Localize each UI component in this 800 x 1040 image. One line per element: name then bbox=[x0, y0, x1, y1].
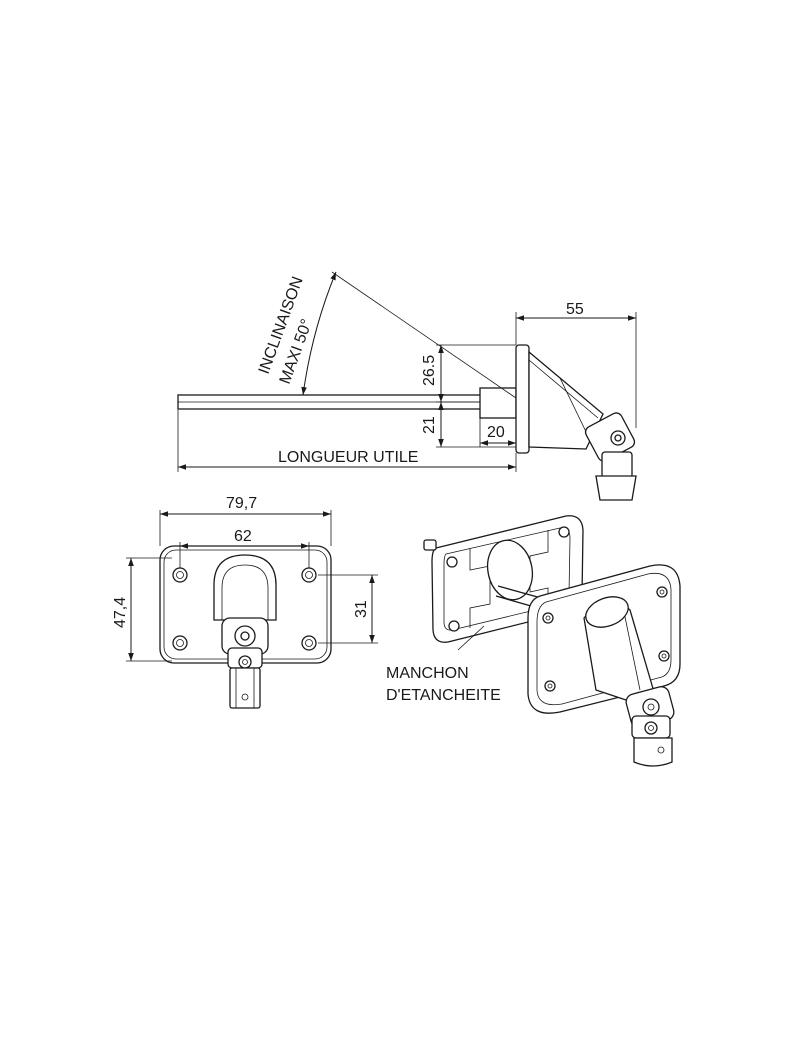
dimension-62: 62 bbox=[179, 528, 310, 568]
seal-label-1: MANCHON bbox=[386, 665, 469, 682]
dimension-31: 31 bbox=[318, 574, 378, 644]
side-universal-joint bbox=[584, 412, 637, 501]
dim-55-label: 55 bbox=[566, 301, 584, 318]
side-cone-housing bbox=[528, 350, 604, 450]
dimension-79-7: 79,7 bbox=[159, 495, 332, 546]
inclination-arc bbox=[301, 271, 337, 396]
inclination-line bbox=[331, 271, 517, 399]
isometric-view: MANCHON D'ETANCHEITE bbox=[386, 515, 681, 767]
dim-31-label: 31 bbox=[353, 600, 370, 618]
front-view: 79,7 62 47,4 31 bbox=[112, 495, 378, 709]
dimension-26-5: 26.5 bbox=[421, 344, 516, 403]
front-housing bbox=[213, 554, 277, 621]
dim-79-7-label: 79,7 bbox=[226, 495, 257, 512]
dimension-47-4: 47,4 bbox=[112, 557, 172, 662]
dimension-20: 20 bbox=[479, 418, 516, 447]
dimension-21: 21 bbox=[421, 402, 516, 448]
front-universal-joint bbox=[221, 617, 269, 709]
dim-21-label: 21 bbox=[421, 416, 438, 434]
dim-47-4-label: 47,4 bbox=[112, 597, 129, 628]
dim-20-label: 20 bbox=[487, 424, 505, 441]
side-base-plate bbox=[515, 344, 530, 454]
dim-62-label: 62 bbox=[234, 528, 252, 545]
seal-label-2: D'ETANCHEITE bbox=[386, 687, 501, 704]
dimension-length: LONGUEUR UTILE bbox=[177, 410, 517, 472]
dim-26-5-label: 26.5 bbox=[421, 355, 438, 386]
seal-leader bbox=[457, 625, 485, 651]
side-view: INCLINAISON MAXI 50° 55 26.5 21 20 bbox=[177, 271, 637, 501]
iso-universal-joint bbox=[625, 686, 675, 767]
length-label: LONGUEUR UTILE bbox=[278, 449, 418, 466]
dimension-55: 55 bbox=[515, 301, 637, 428]
shaft-collar bbox=[479, 387, 517, 419]
